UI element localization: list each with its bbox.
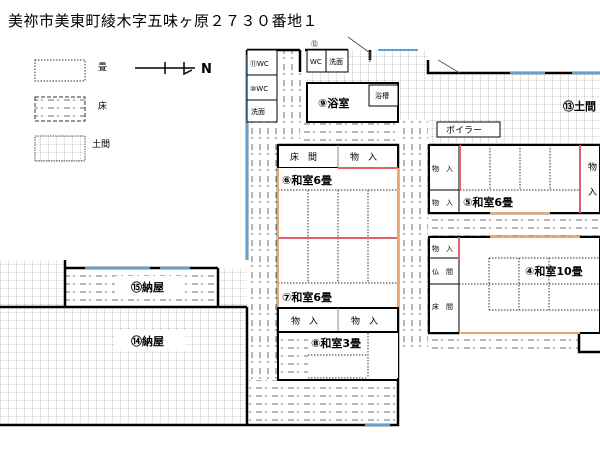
room-storage-c2: 物 入	[432, 198, 453, 207]
center-rooms: 床 間 物 入 ⑥和室6畳 ⑦和室6畳 物 入 物 入 ⑧和室3畳	[277, 144, 399, 381]
room-storage-c3-top: 物	[588, 161, 597, 173]
room-5-block: 物 入 物 入 ⑤和室6畳 物 入	[428, 144, 600, 214]
room-washitsu-6: ⑥和室6畳	[282, 173, 332, 187]
room-washroom-left: 洗面	[251, 107, 265, 116]
room-washitsu-7: ⑦和室6畳	[282, 290, 332, 304]
room-number-12: ⑫	[311, 40, 318, 48]
room-storage-a: 物 入	[350, 151, 377, 163]
room-bathtub: 浴槽	[375, 91, 389, 100]
boiler-box	[436, 121, 501, 138]
legend-floor-swatch	[34, 96, 86, 122]
room-bath: ⑨浴室	[318, 96, 349, 110]
legend-tatami-label: 畳	[98, 62, 107, 73]
room-storage-d: 物 入	[432, 244, 453, 253]
room-washitsu-4: ④和室10畳	[525, 264, 583, 278]
room-4-block: 物 入 仏 間 床 間 ④和室10畳	[428, 236, 600, 334]
room-washitsu-5: ⑤和室6畳	[463, 195, 513, 209]
legend: 畳 床 土間	[34, 59, 110, 162]
legend-doma-swatch	[34, 135, 86, 162]
room-doma-13: ⑬土間	[563, 99, 596, 113]
room-butsuma: 仏 間	[432, 268, 453, 276]
bath-area: ⑫ WC 洗面 ⑨浴室 浴槽	[306, 36, 461, 123]
room-washroom-top: 洗面	[329, 57, 343, 66]
room-wc-10: ⑩WC	[250, 85, 268, 93]
barns: ⑮納屋 ⑭納屋	[115, 276, 185, 350]
room-barn-14: ⑭納屋	[131, 334, 164, 348]
room-barn-15: ⑮納屋	[131, 280, 164, 294]
room-wc-11: ⑪WC	[250, 60, 269, 68]
room-storage-c1: 物 入	[432, 164, 453, 173]
address-title: 美祢市美東町綾木字五味ヶ原２７３０番地１	[8, 12, 319, 30]
legend-floor-label: 床	[98, 100, 107, 112]
north-label: N	[201, 62, 212, 77]
room-wc-top: WC	[310, 58, 322, 66]
room-storage-b2: 物 入	[351, 315, 378, 327]
north-arrow-icon: N	[135, 62, 212, 77]
wc-column: ⑪WC ⑩WC 洗面	[246, 49, 278, 123]
room-washitsu-8: ⑧和室3畳	[311, 336, 361, 350]
room-boiler: ボイラー	[446, 125, 482, 136]
room-storage-b1: 物 入	[291, 315, 318, 327]
room-storage-c3-bottom: 入	[588, 187, 597, 198]
room-tokonoma-b: 床 間	[432, 302, 453, 311]
room-tokonoma-a: 床 間	[290, 151, 317, 163]
legend-tatami-swatch	[34, 59, 86, 82]
legend-doma-label: 土間	[92, 138, 110, 150]
